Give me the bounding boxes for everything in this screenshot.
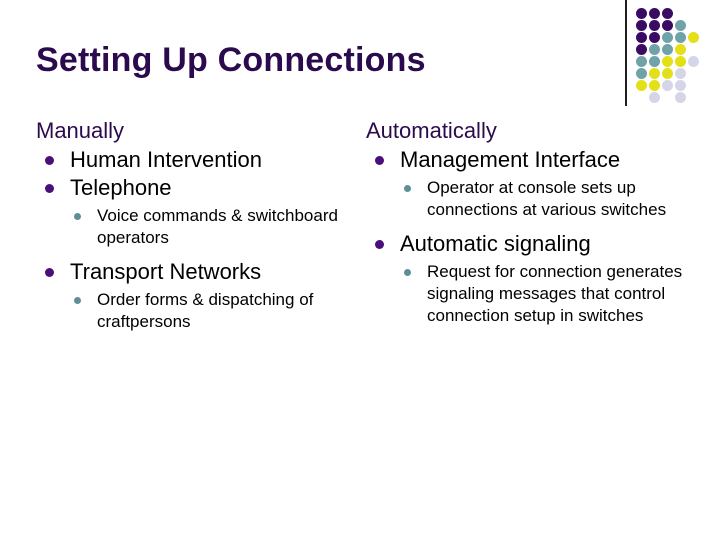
dot-dark xyxy=(636,32,647,43)
dot-lavender xyxy=(675,92,686,103)
bullet-item: Human Intervention xyxy=(36,147,366,173)
bullet-item: Management Interface xyxy=(366,147,696,173)
page-title: Setting Up Connections xyxy=(36,41,426,79)
dot-yellow xyxy=(636,80,647,91)
dot-dark xyxy=(649,20,660,31)
sub-bullet-marker-icon xyxy=(74,297,81,304)
dot-dark xyxy=(662,8,673,19)
bullet-item: Transport Networks xyxy=(36,259,366,285)
dot-teal xyxy=(649,44,660,55)
bullet-item-label: Human Intervention xyxy=(70,146,262,172)
bullet-item: Telephone xyxy=(36,175,366,201)
dot-teal xyxy=(675,20,686,31)
dot-teal xyxy=(649,56,660,67)
dot-yellow xyxy=(688,32,699,43)
bullet-marker-icon xyxy=(375,240,384,250)
bullet-marker-icon xyxy=(45,268,54,278)
sub-bullet-item: Operator at console sets up connections … xyxy=(396,177,696,221)
dot-lavender xyxy=(688,56,699,67)
dot-lavender xyxy=(675,80,686,91)
dot-teal xyxy=(636,68,647,79)
sub-bullet-item-label: Operator at console sets up connections … xyxy=(427,177,667,219)
column-heading-left: Manually xyxy=(36,118,125,143)
sub-bullet-list: Request for connection generates signali… xyxy=(366,261,696,327)
bullet-marker-icon xyxy=(45,155,54,165)
dot-yellow xyxy=(649,80,660,91)
dot-teal xyxy=(662,44,673,55)
dot-yellow xyxy=(675,56,686,67)
sub-bullet-list: Operator at console sets up connections … xyxy=(366,177,696,221)
dot-dark xyxy=(636,8,647,19)
sub-bullet-marker-icon xyxy=(404,269,411,277)
bullet-item-label: Transport Networks xyxy=(70,259,262,285)
dot-dark xyxy=(662,20,673,31)
dot-teal xyxy=(675,32,686,43)
dot-teal xyxy=(636,56,647,67)
dot-teal xyxy=(662,32,673,43)
sub-bullet-item-label: Order forms & dispatching of craftperson… xyxy=(97,290,314,332)
sub-bullet-list: Order forms & dispatching of craftperson… xyxy=(36,289,366,333)
dot-yellow xyxy=(649,68,660,79)
sub-bullet-item: Order forms & dispatching of craftperson… xyxy=(66,289,366,333)
sub-bullet-marker-icon xyxy=(404,184,411,192)
dot-yellow xyxy=(675,44,686,55)
sub-bullet-marker-icon xyxy=(74,212,81,220)
bullet-marker-icon xyxy=(45,183,54,193)
dot-lavender xyxy=(662,80,673,91)
dot-dark xyxy=(649,32,660,43)
bullet-item-label: Management Interface xyxy=(400,146,621,172)
bullet-item: Automatic signaling xyxy=(366,231,696,257)
sub-bullet-item: Request for connection generates signali… xyxy=(396,261,696,327)
vertical-rule-decoration xyxy=(625,0,627,106)
sub-bullet-list: Voice commands & switchboard operators xyxy=(36,205,366,249)
dot-dark xyxy=(649,8,660,19)
bullet-marker-icon xyxy=(375,155,384,165)
dot-grid-decoration xyxy=(636,8,716,104)
dot-dark xyxy=(636,20,647,31)
dot-lavender xyxy=(675,68,686,79)
sub-bullet-item: Voice commands & switchboard operators xyxy=(66,205,366,249)
bullet-item-label: Telephone xyxy=(70,174,172,200)
dot-lavender xyxy=(649,92,660,103)
dot-yellow xyxy=(662,68,673,79)
sub-bullet-item-label: Request for connection generates signali… xyxy=(427,262,683,326)
dot-dark xyxy=(636,44,647,55)
column-heading-right: Automatically xyxy=(366,118,497,143)
sub-bullet-item-label: Voice commands & switchboard operators xyxy=(97,205,338,247)
bullet-item-label: Automatic signaling xyxy=(400,231,591,257)
dot-yellow xyxy=(662,56,673,67)
